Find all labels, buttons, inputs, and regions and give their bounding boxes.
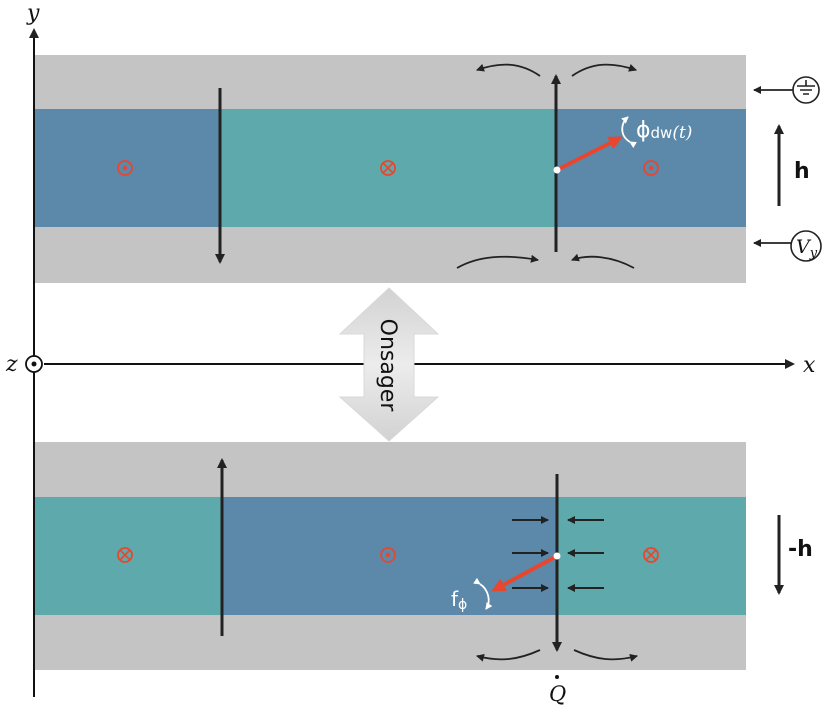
onsager-double-arrow: Onsager xyxy=(338,287,440,442)
top-flow-arrow-in-right xyxy=(571,253,635,269)
onsager-label: Onsager xyxy=(375,319,400,413)
voltage-probe: Vy xyxy=(753,230,822,262)
voltage-label: V xyxy=(796,236,812,258)
bottom-cross-symbol-right xyxy=(643,547,659,563)
bottom-force-arrows xyxy=(512,516,604,592)
bottom-wall-center-dot xyxy=(553,552,561,560)
bottom-dot-symbol-middle xyxy=(380,547,396,563)
ground-icon xyxy=(753,76,820,104)
top-dot-symbol-left xyxy=(117,160,133,176)
bottom-field-label: -h xyxy=(788,537,813,562)
top-flow-arrow-up-right xyxy=(571,63,637,77)
bottom-gray-layer-upper xyxy=(34,442,746,497)
voltage-subscript: y xyxy=(809,246,818,261)
top-cross-symbol-middle xyxy=(380,160,396,176)
heat-label-group: Q xyxy=(549,675,566,706)
top-flow-arrow-up-left xyxy=(476,63,541,77)
heat-label: Q xyxy=(549,682,566,706)
bottom-domain-left xyxy=(34,497,222,615)
top-angle-label: ϕdw(t) xyxy=(636,118,692,143)
z-axis-label: z xyxy=(5,352,18,377)
coordinate-axes: y x z xyxy=(5,1,816,697)
bottom-flow-arrow-left xyxy=(476,649,541,662)
top-gray-layer-upper xyxy=(34,55,746,109)
y-axis-label: y xyxy=(26,1,40,26)
top-dot-symbol-right xyxy=(643,160,659,176)
top-rotation-arrow xyxy=(621,116,637,149)
bottom-domain-middle xyxy=(222,497,558,615)
bottom-panel: fϕ -h Q xyxy=(34,442,813,706)
bottom-flow-arrow-right xyxy=(573,649,638,662)
z-axis-out-of-plane-icon xyxy=(25,355,43,373)
bottom-force-label: fϕ xyxy=(451,587,467,613)
top-wall-center-dot xyxy=(553,166,561,174)
bottom-gray-layer-lower xyxy=(34,615,746,670)
top-flow-arrow-in-left xyxy=(456,254,539,269)
top-gray-layer-lower xyxy=(34,227,746,283)
bottom-force-arrow xyxy=(491,554,558,592)
top-field-label: h xyxy=(794,159,810,184)
top-panel: ϕdw(t) h Vy xyxy=(34,55,822,283)
x-axis-label: x xyxy=(803,353,816,378)
svg-text:Vy: Vy xyxy=(796,236,818,261)
bottom-cross-symbol-left xyxy=(117,547,133,563)
top-phi-arrow xyxy=(556,136,623,172)
bottom-rotation-arrow xyxy=(473,577,493,610)
